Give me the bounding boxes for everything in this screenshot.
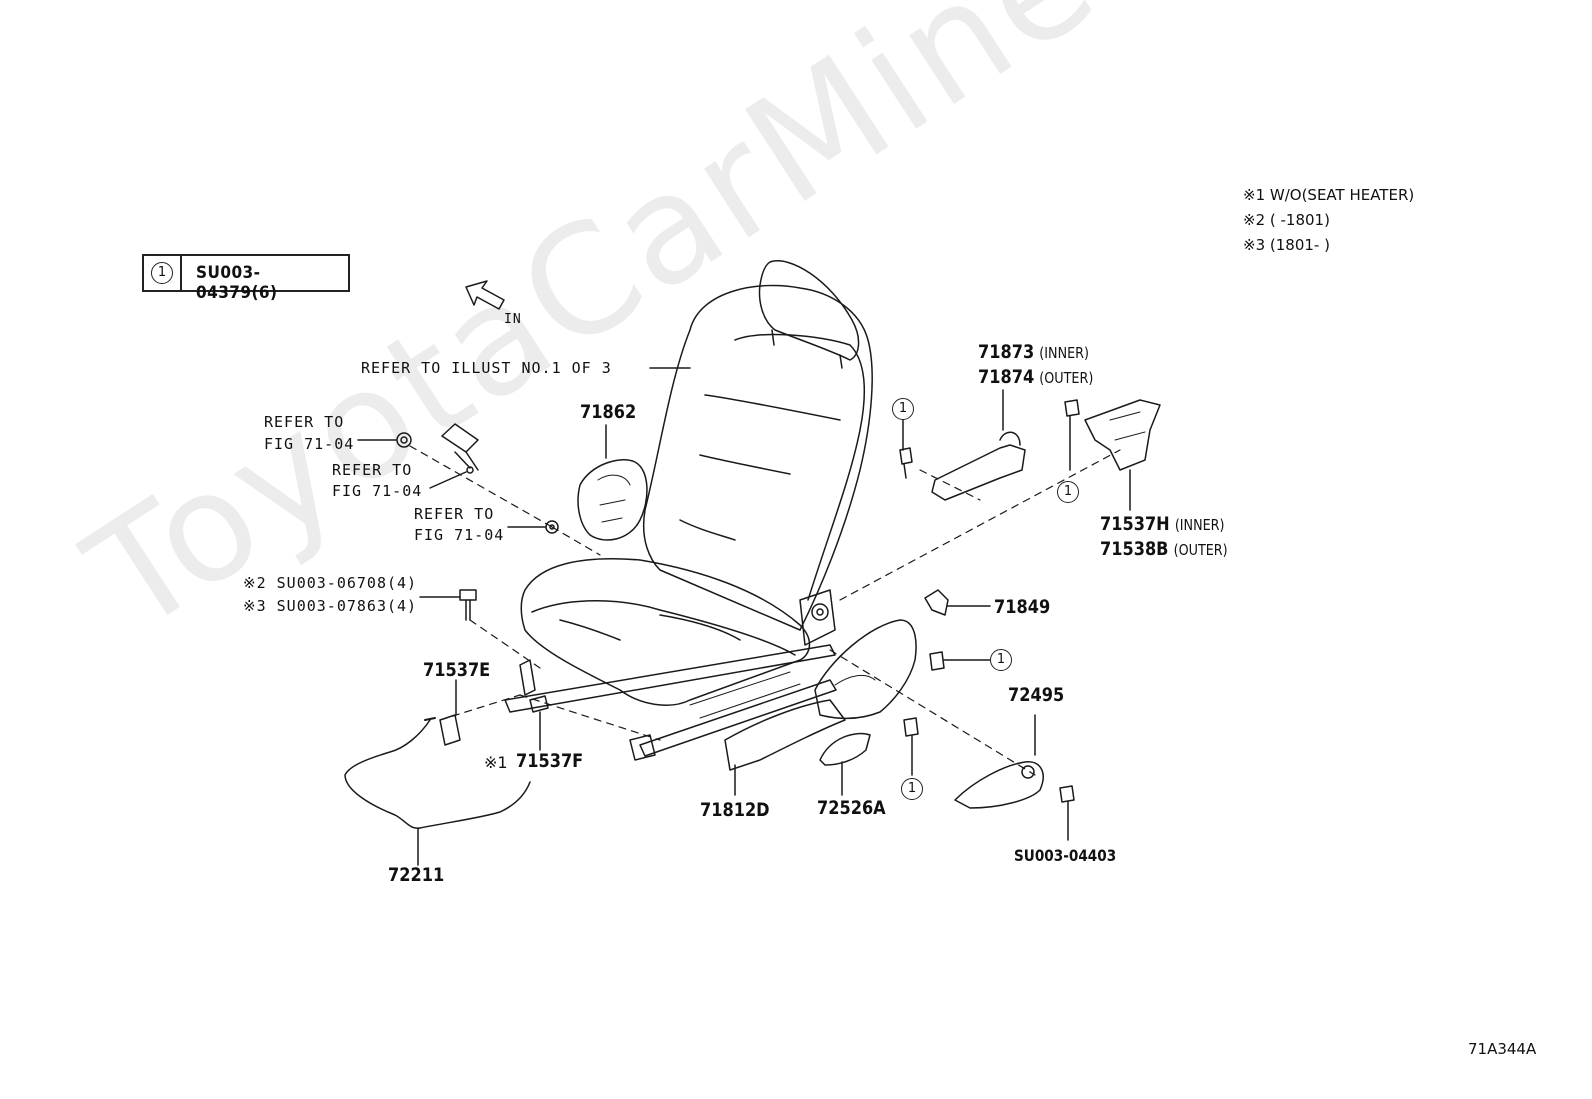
- part-71862-shape: [577, 459, 648, 541]
- part-71862-label: 71862: [580, 401, 637, 423]
- part-71537f-shape: [529, 695, 549, 713]
- nut-icon: [396, 432, 412, 448]
- seat-shield: [814, 619, 917, 720]
- refer-fig-b-line2: FIG 71-04: [332, 482, 423, 500]
- part-su003-04403-label: SU003-04403: [1014, 846, 1117, 865]
- part-71537e-shape: [439, 714, 461, 746]
- part-71537h-shape: [1084, 399, 1161, 471]
- legend-callout-icon: 1: [151, 262, 173, 284]
- part-71812d-shape: [724, 699, 846, 771]
- note-2: ※2 ( -1801): [1243, 211, 1330, 229]
- direction-arrow-icon: [465, 280, 505, 310]
- headrest: [758, 260, 860, 369]
- bolt-code-2: ※2 SU003-06708(4): [243, 574, 418, 592]
- note-1: ※1 W/O(SEAT HEATER): [1243, 186, 1415, 204]
- part-71812d-label: 71812D: [700, 799, 770, 821]
- screw-icon: [1059, 785, 1075, 841]
- part-72211-wire: [344, 717, 531, 829]
- part-71537f-label: 71537F: [516, 750, 584, 772]
- refer-fig-b-line1: REFER TO: [332, 461, 413, 479]
- seat-track: [504, 589, 837, 761]
- part-72526a-shape: [819, 732, 871, 766]
- part-71537e-label: 71537E: [423, 659, 491, 681]
- seat-cushion: [520, 558, 811, 706]
- part-71874-label: 71874(OUTER): [978, 366, 1094, 388]
- part-71873-label: 71873(INNER): [978, 341, 1090, 363]
- callout-1-icon: 1: [901, 778, 923, 800]
- part-72211-label: 72211: [388, 864, 445, 886]
- part-72495-label: 72495: [1008, 684, 1065, 706]
- callout-1-icon: 1: [892, 398, 914, 420]
- seat-belt-buckle: [441, 423, 479, 474]
- screw-icon: [899, 447, 913, 479]
- callout-1-icon: 1: [1057, 481, 1079, 503]
- part-71873-shape: [931, 431, 1026, 501]
- figure-code: 71A344A: [1468, 1040, 1537, 1058]
- callout-1-icon: 1: [990, 649, 1012, 671]
- direction-label: IN: [504, 312, 522, 327]
- seat-back: [642, 284, 873, 631]
- legend-box: 1 SU003-04379(6): [142, 254, 350, 303]
- part-72526a-label: 72526A: [817, 797, 886, 819]
- refer-fig-c-line2: FIG 71-04: [414, 526, 505, 544]
- washer-icon: [545, 520, 559, 534]
- refer-fig-a-line2: FIG 71-04: [264, 435, 355, 453]
- note-3: ※3 (1801- ): [1243, 236, 1330, 254]
- dashed-guides: [409, 445, 1121, 776]
- part-71849-label: 71849: [994, 596, 1051, 618]
- screw-icon: [1064, 399, 1080, 471]
- screw-icon: [929, 651, 991, 671]
- bolt-code-3: ※3 SU003-07863(4): [243, 597, 418, 615]
- part-72495-shape: [954, 761, 1044, 809]
- screw-icon: [903, 717, 919, 776]
- part-71538b-label: 71538B(OUTER): [1100, 538, 1228, 560]
- bolt-icon: [459, 589, 477, 621]
- legend-code: SU003-04379(6): [196, 263, 278, 303]
- legend-divider: [180, 256, 182, 290]
- refer-fig-a-line1: REFER TO: [264, 413, 345, 431]
- part-71849-shape: [924, 589, 949, 616]
- part-71537f-mark: ※1: [484, 753, 508, 772]
- refer-seat-label: REFER TO ILLUST NO.1 OF 3: [361, 359, 612, 377]
- part-71537h-label: 71537H(INNER): [1100, 513, 1225, 535]
- refer-fig-c-line1: REFER TO: [414, 505, 495, 523]
